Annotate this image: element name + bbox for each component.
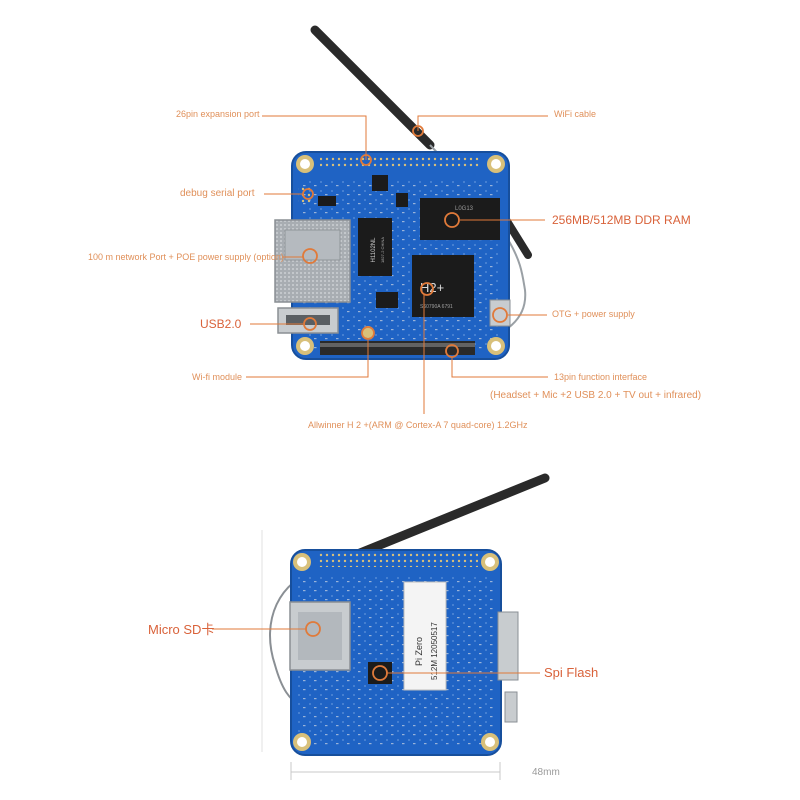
label-function-interface-detail: (Headset + Mic +2 USB 2.0 + TV out + inf…: [490, 390, 702, 401]
bottom-callouts: [212, 621, 540, 681]
ram-chip-code: L0G13: [455, 206, 474, 212]
sticker-line1: Pi Zero: [414, 637, 424, 666]
eth-chip-sub: 1827-2 CHINA: [380, 237, 385, 263]
label-expansion-port: 26pin expansion port: [176, 109, 260, 119]
sticker-line2: 512M 12050517: [430, 622, 439, 680]
label-debug-serial: debug serial port: [180, 188, 255, 199]
soc-chip-code: S60790A 6791: [420, 304, 453, 310]
eth-transformer-chip: [358, 218, 392, 276]
spi-flash-chip: [368, 662, 392, 684]
antenna-icon: [310, 25, 435, 150]
ram-chip: [420, 198, 500, 240]
top-board-view: L0G13 H1102NL 1827-2 CHINA H2+ S60790A 6…: [274, 25, 532, 360]
label-spi-flash: Spi Flash: [544, 665, 599, 680]
label-soc: Allwinner H 2 +(ARM @ Cortex-A 7 quad-co…: [308, 420, 528, 430]
bottom-board-view: Pi Zero 512M 12050517: [261, 473, 550, 780]
wifi-module: [362, 326, 374, 338]
label-micro-sd: Micro SD卡: [148, 622, 215, 637]
label-ddr-ram: 256MB/512MB DDR RAM: [552, 213, 691, 227]
label-network-port: 100 m network Port + POE power supply (o…: [88, 252, 284, 262]
mount-holes: [296, 155, 505, 355]
serial-sticker: [403, 581, 447, 691]
bottom-eth-side: [497, 611, 519, 681]
bottom-header-holes: [318, 553, 478, 567]
expansion-header: [320, 155, 480, 169]
label-function-interface: 13pin function interface: [554, 372, 648, 382]
label-wifi-module: Wi-fi module: [192, 372, 243, 382]
bottom-mount-holes: [293, 553, 499, 751]
small-chip-b: [372, 175, 388, 191]
small-chip-c: [396, 193, 408, 207]
small-chip-a: [376, 292, 398, 308]
label-otg: OTG + power supply: [552, 309, 635, 319]
label-wifi-cable: WiFi cable: [554, 109, 597, 119]
top-callouts: [246, 115, 548, 414]
label-usb2: USB2.0: [200, 317, 242, 331]
label-dimension: 48mm: [532, 767, 560, 778]
eth-chip-label: H1102NL: [371, 237, 377, 263]
small-chip-d: [318, 196, 336, 206]
bottom-usb-side: [504, 691, 518, 723]
